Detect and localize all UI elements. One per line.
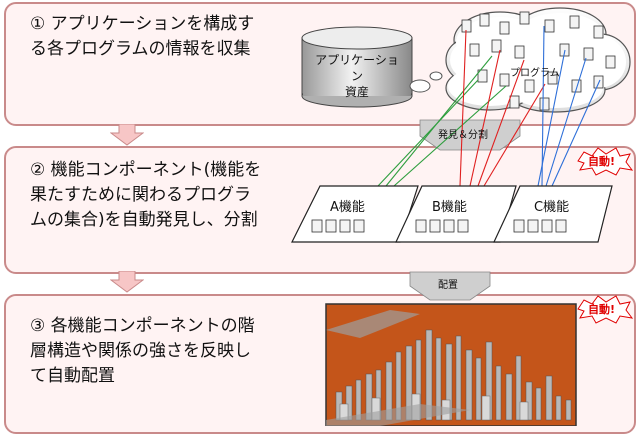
discover-arrow-icon bbox=[419, 119, 521, 151]
function-c-label: C機能 bbox=[534, 200, 570, 215]
step-1-text: ① アプリケーションを構成す る各プログラムの情報を収集 bbox=[30, 12, 254, 62]
link-lines-blue bbox=[537, 25, 601, 187]
asset-cylinder-label: アプリケーション 資産 bbox=[312, 52, 402, 100]
bubble-dot bbox=[429, 71, 443, 81]
link-lines-green bbox=[377, 55, 507, 187]
step-2-line-1: ② 機能コンポーネント(機能を bbox=[30, 160, 262, 180]
auto-badge-1: 自動! bbox=[588, 155, 616, 168]
function-a-label: A機能 bbox=[330, 200, 365, 215]
step-3-line-1: ③ 各機能コンポーネントの階 bbox=[30, 316, 255, 336]
place-arrow-label: 配置 bbox=[438, 280, 458, 291]
down-arrow-icon bbox=[110, 124, 144, 146]
asset-cylinder-icon bbox=[301, 26, 413, 108]
burst-badge-icon bbox=[577, 295, 634, 324]
link-lines-red bbox=[459, 29, 546, 187]
function-doc-icons bbox=[311, 219, 567, 233]
bubble-dot bbox=[409, 79, 431, 93]
asset-cylinder-label-line-1: アプリケーション bbox=[315, 53, 399, 83]
discover-arrow-label: 発見＆分割 bbox=[438, 130, 488, 141]
cloud-label: プログラム bbox=[510, 68, 560, 79]
step-2-text: ② 機能コンポーネント(機能を 果たすために関わるプログラ ムの集合)を自動発見… bbox=[30, 158, 261, 233]
place-arrow-icon bbox=[409, 271, 491, 301]
auto-badge-2: 自動! bbox=[588, 303, 616, 316]
down-arrow-icon bbox=[110, 271, 144, 293]
step-3-text: ③ 各機能コンポーネントの階 層構造や関係の強さを反映し て自動配置 bbox=[30, 314, 255, 389]
asset-cylinder-label-line-2: 資産 bbox=[344, 85, 369, 99]
step-3-line-3: て自動配置 bbox=[30, 366, 115, 386]
function-b-label: B機能 bbox=[432, 200, 467, 215]
step-2-line-3: ムの集合)を自動発見し、分割 bbox=[30, 210, 258, 230]
burst-badge-icon bbox=[577, 147, 634, 176]
city-visualization-image bbox=[325, 303, 577, 426]
step-1-line-2: る各プログラムの情報を収集 bbox=[30, 39, 251, 59]
step-1-line-1: ① アプリケーションを構成す bbox=[30, 14, 255, 34]
step-2-line-2: 果たすために関わるプログラ bbox=[30, 185, 251, 205]
step-3-line-2: 層構造や関係の強さを反映し bbox=[30, 341, 251, 361]
